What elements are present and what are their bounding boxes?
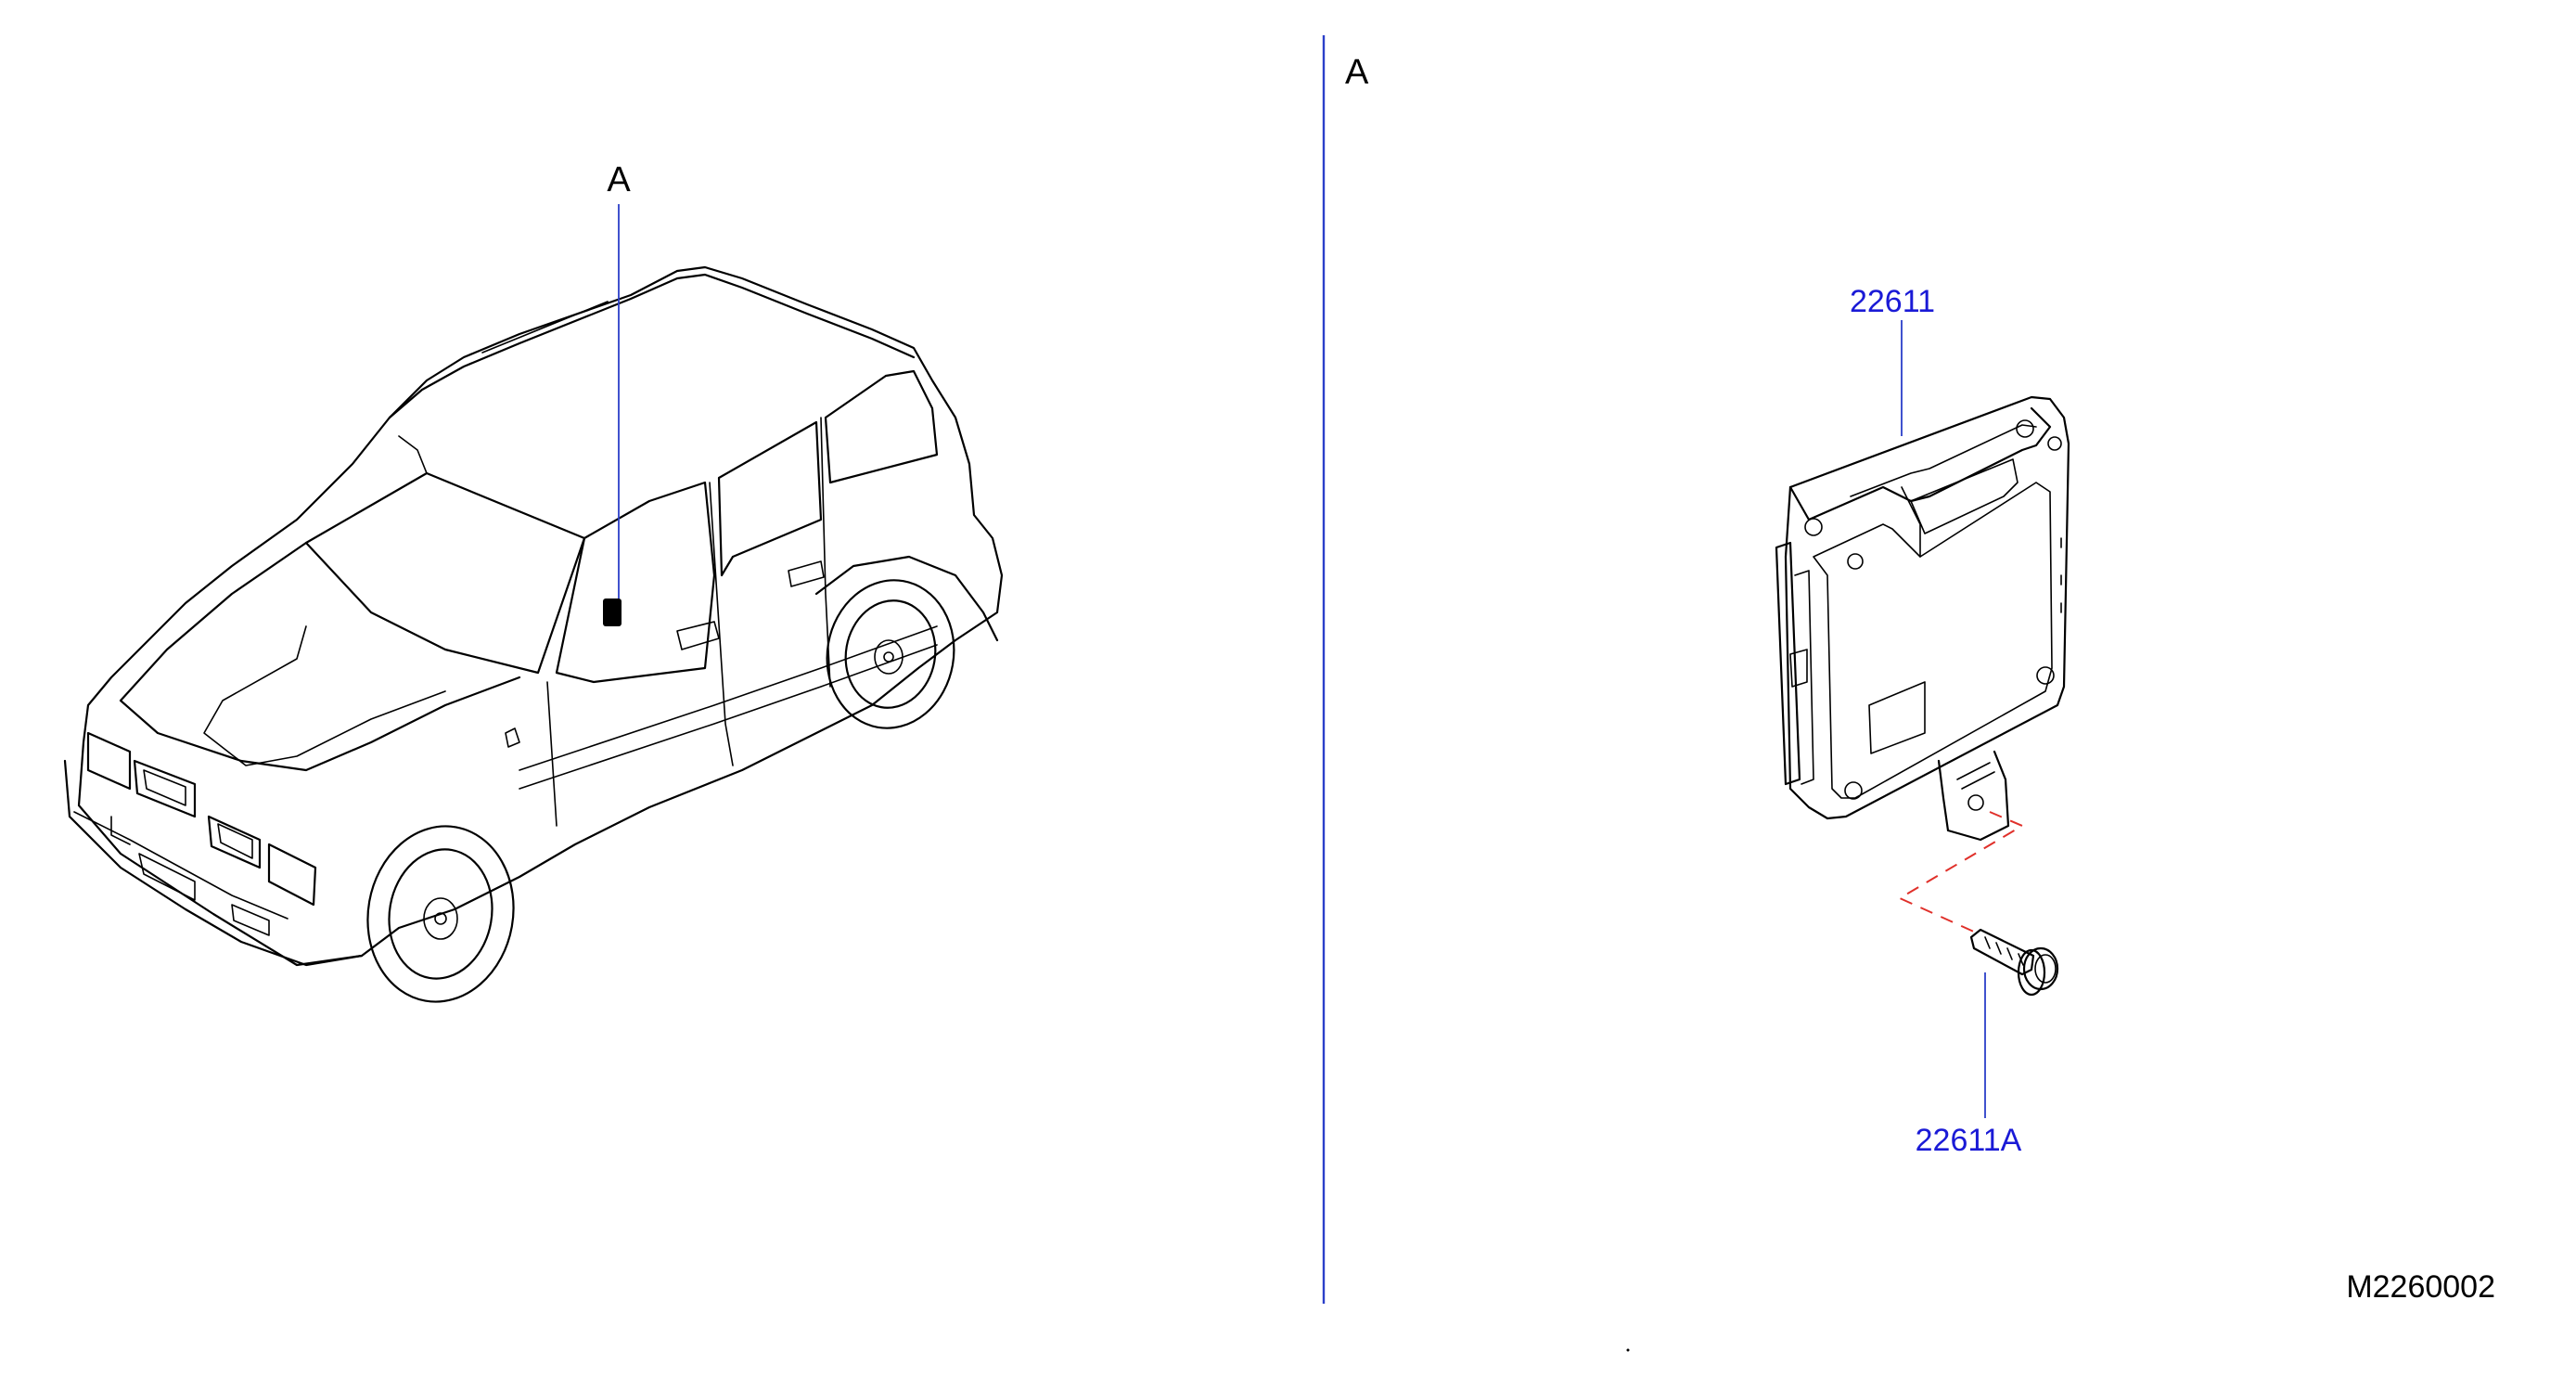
control-unit-location-marker	[603, 598, 622, 626]
vehicle-callout-label: A	[607, 161, 631, 199]
stray-mark	[1626, 1348, 1630, 1352]
figure-id: M2260002	[2346, 1269, 2495, 1305]
detail-view-label: A	[1345, 53, 1369, 92]
part-number-22611: 22611	[1850, 284, 1935, 319]
vehicle-illustration	[63, 265, 1004, 1003]
part-callout-22611A: 22611A	[1916, 972, 2022, 1158]
vehicle-callout: A	[607, 161, 631, 598]
part-callout-22611: 22611	[1850, 284, 1935, 436]
bolt-illustration	[1969, 928, 2059, 997]
part-number-22611A: 22611A	[1916, 1123, 2022, 1158]
control-unit-illustration	[1775, 395, 2070, 842]
assembly-path-line	[1897, 811, 2025, 933]
